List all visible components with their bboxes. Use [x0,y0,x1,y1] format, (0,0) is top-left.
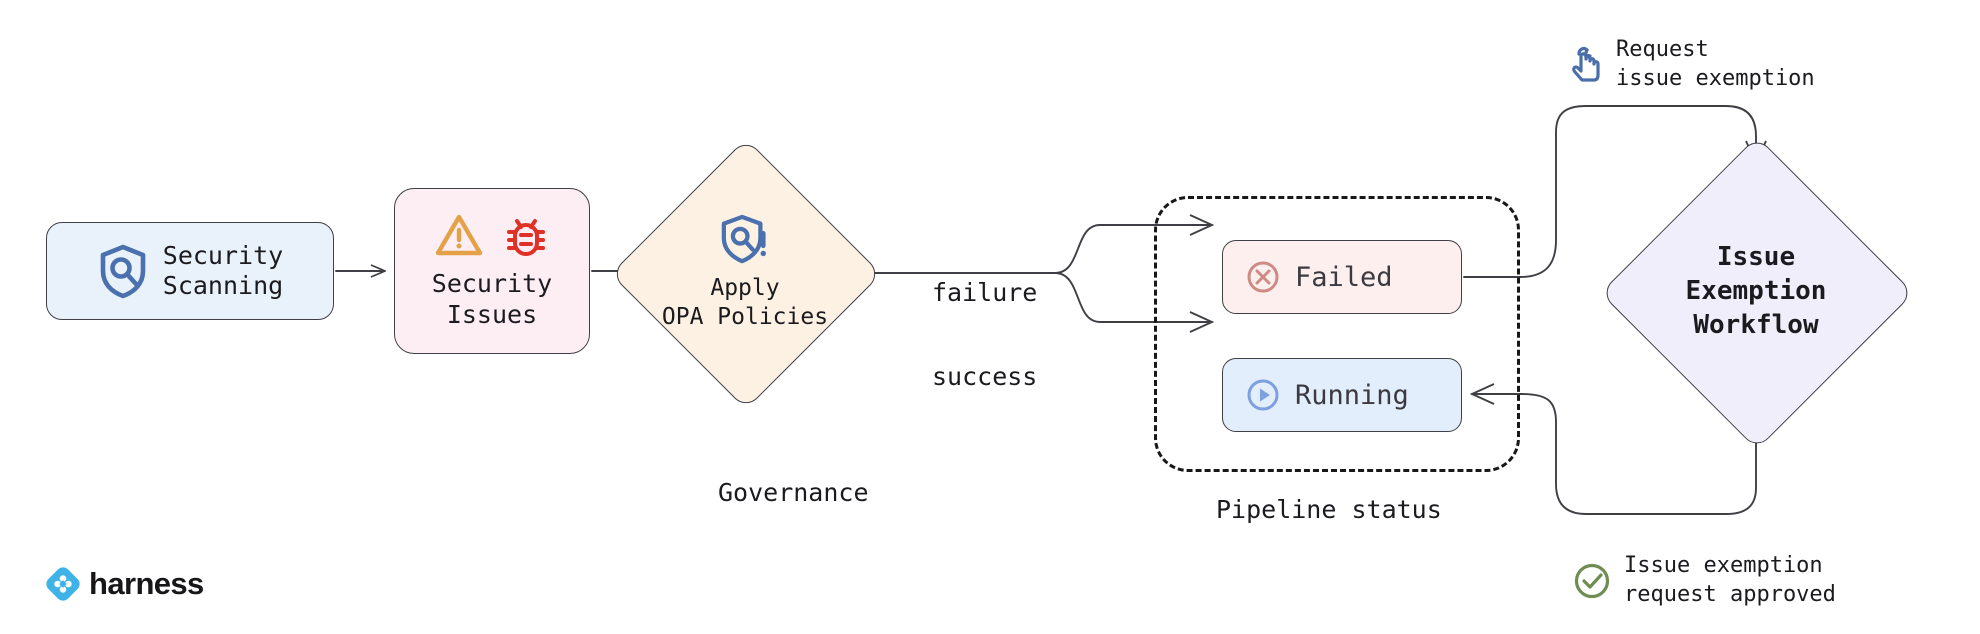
cluster-label: Pipeline status [1216,495,1442,524]
annotation-request-approved: Issue exemption request approved [1572,552,1836,609]
shield-search-alert-icon [720,214,770,266]
node-issue-exemption-workflow[interactable]: Issue Exemption Workflow [1600,136,1914,450]
circle-x-icon [1245,259,1281,295]
click-hand-icon [1570,44,1604,86]
edge-label-failure: failure [932,278,1038,307]
brand-name: harness [89,566,204,601]
node-security-scanning[interactable]: Security Scanning [46,222,334,320]
node-label: Security Issues [431,268,553,329]
node-label: Apply OPA Policies [661,275,829,330]
issue-icon-group [435,212,549,258]
node-security-issues[interactable]: Security Issues [394,188,590,354]
edge-label-success: success [932,362,1038,391]
node-label: Failed [1295,261,1393,293]
node-running[interactable]: Running [1222,358,1462,432]
node-label: Issue Exemption Workflow [1685,242,1827,340]
warning-triangle-icon [435,213,483,257]
shield-search-icon [97,243,149,299]
bug-icon [503,212,549,258]
annotation-text: Issue exemption request approved [1624,553,1836,607]
harness-logo: harness [46,566,204,602]
node-apply-opa-policies[interactable]: Apply OPA Policies [610,138,882,410]
cluster-pipeline-status [1154,196,1520,472]
check-circle-icon [1572,561,1612,601]
circle-play-icon [1245,377,1281,413]
node-failed[interactable]: Failed [1222,240,1462,314]
harness-logo-icon [46,567,80,601]
node-label: Running [1295,379,1409,411]
annotation-request-exemption: Request issue exemption [1570,36,1815,93]
node-label: Security Scanning [162,241,284,300]
annotation-text: Request issue exemption [1616,37,1815,91]
governance-caption: Governance [718,478,869,507]
